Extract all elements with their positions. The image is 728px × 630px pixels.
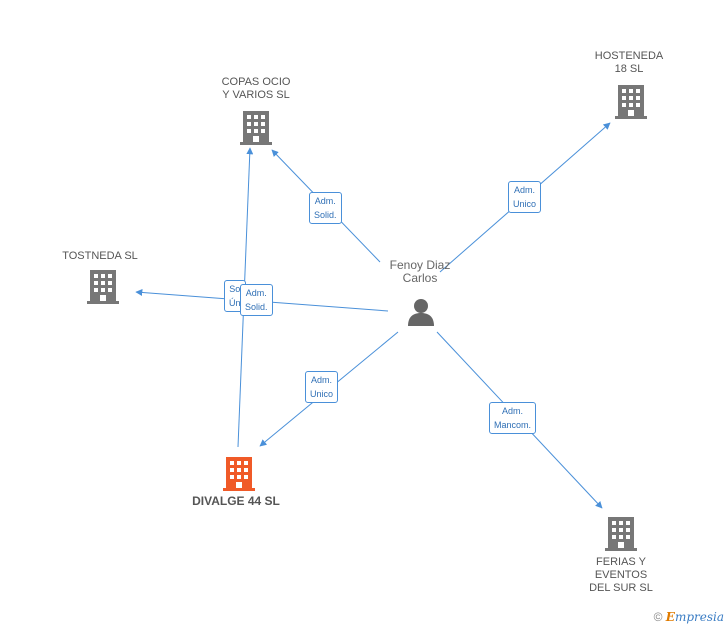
building-icon [615,85,647,119]
edge-label-divalge: Adm. Unico [305,371,339,403]
building-icon [223,457,255,491]
company-name-hosteneda: HOSTENEDA 18 SL [594,50,664,75]
edge-label-tostneda: Adm. Solid. [240,284,273,316]
brand-logo-initial: E [665,610,675,624]
company-name-tostneda: TOSTNEDA SL [62,250,138,262]
company-name-copas: COPAS OCIO Y VARIOS SL [221,76,291,101]
copyright-symbol: © [653,610,663,624]
company-tostneda[interactable] [87,270,119,309]
company-ferias[interactable] [605,517,637,556]
edge-label-copas: Adm. Solid. [309,192,342,224]
brand-footer: © Empresia [654,610,724,624]
brand-logo-text: mpresia [674,610,724,624]
company-divalge[interactable] [223,457,255,496]
edge-label-ferias: Adm. Mancom. [489,402,537,434]
building-icon [605,517,637,551]
building-icon [87,270,119,304]
person-node[interactable] [406,297,436,332]
person-name: Fenoy Diaz Carlos [389,258,451,285]
company-name-ferias: FERIAS Y EVENTOS DEL SUR SL [589,556,653,594]
company-copas[interactable] [240,111,272,150]
building-icon [240,111,272,145]
company-name-divalge: DIVALGE 44 SL [192,494,280,508]
edge-label-hosteneda: Adm. Unico [508,181,542,213]
company-hosteneda[interactable] [615,85,647,124]
person-icon [408,299,434,326]
